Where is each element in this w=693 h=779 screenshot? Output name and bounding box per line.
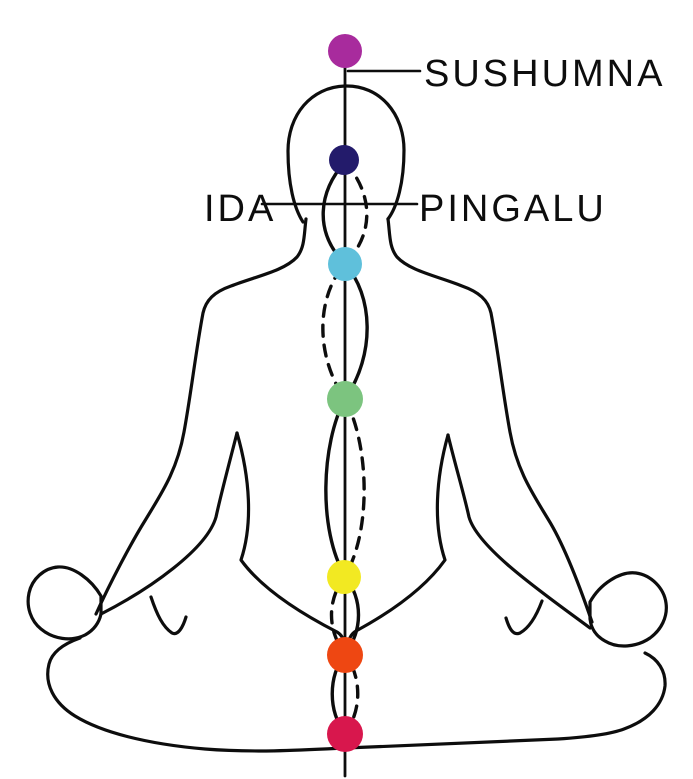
right-neck-shoulder-arm-outline — [386, 217, 594, 624]
heart-chakra-dot — [327, 381, 363, 417]
sushumna-label: SUSHUMNA — [424, 53, 665, 95]
solar-plexus-chakra-dot — [327, 560, 361, 594]
right-hand-outline — [588, 571, 668, 648]
root-chakra-dot — [327, 716, 363, 752]
sacral-chakra-dot — [327, 637, 363, 673]
ida-label: IDA — [204, 188, 276, 230]
right-shin-line — [346, 433, 450, 650]
chakra-dot-group — [327, 34, 363, 752]
pingalu-label: PINGALU — [419, 188, 607, 230]
left-shin-line — [235, 431, 347, 651]
pointer-line-group — [260, 69, 422, 206]
left-knee-notch-line — [149, 595, 188, 636]
crown-chakra-dot — [328, 34, 362, 68]
left-hand-outline — [26, 565, 103, 641]
throat-chakra-dot — [328, 247, 362, 281]
left-inner-arm-line — [99, 431, 239, 616]
label-group: SUSHUMNA IDA PINGALU — [204, 53, 665, 230]
body-outline-group — [26, 84, 668, 753]
third-eye-chakra-dot — [329, 145, 359, 175]
right-knee-notch-line — [504, 599, 544, 636]
left-neck-shoulder-arm-outline — [94, 217, 308, 616]
right-inner-arm-line — [446, 433, 592, 630]
